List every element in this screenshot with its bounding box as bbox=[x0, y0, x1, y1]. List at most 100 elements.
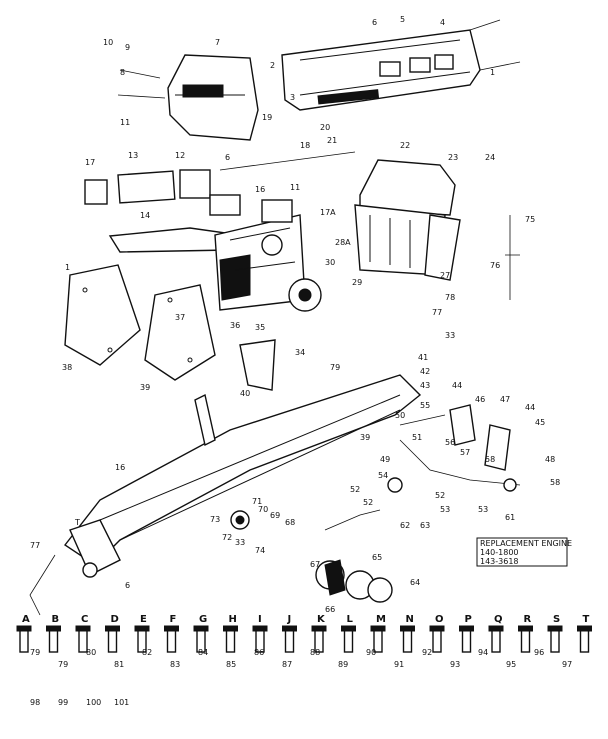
callout-16: 16 bbox=[255, 185, 265, 194]
callout-51: 51 bbox=[412, 433, 422, 442]
callout-48: 48 bbox=[545, 455, 555, 464]
hardware-letter-B: B bbox=[52, 614, 60, 625]
callout-34: 34 bbox=[295, 348, 305, 357]
callout-labels: 10 9 8 11 7 19 2 3 6 5 4 1 20 24 22 23 1… bbox=[30, 15, 560, 614]
callout-40: 40 bbox=[240, 389, 250, 398]
callout-7: 7 bbox=[215, 38, 220, 47]
callout-6c: 6 bbox=[125, 581, 130, 590]
seat-assembly bbox=[354, 159, 461, 281]
bolt-icon bbox=[343, 629, 354, 653]
hardware-letter-R: R bbox=[524, 614, 532, 625]
callout-5: 5 bbox=[400, 15, 405, 24]
callout-68: 68 bbox=[285, 518, 295, 527]
callout-42: 42 bbox=[420, 367, 430, 376]
callout-29: 29 bbox=[352, 278, 362, 287]
engine-block bbox=[214, 199, 322, 312]
callout-33b: 33 bbox=[235, 538, 245, 547]
bolt-head-icon bbox=[193, 625, 209, 632]
callout-52: 52 bbox=[350, 485, 360, 494]
callout-6b: 6 bbox=[225, 153, 230, 162]
pulley-assembly bbox=[230, 509, 393, 603]
callout-45: 45 bbox=[535, 418, 545, 427]
callout-61: 61 bbox=[505, 513, 515, 522]
callout-49: 49 bbox=[380, 455, 390, 464]
hardware-number: 84 bbox=[198, 648, 208, 657]
bolt-head-icon bbox=[400, 625, 415, 632]
hardware-number: 83 bbox=[170, 660, 180, 669]
hardware-number: 87 bbox=[282, 660, 292, 669]
hardware-number: 93 bbox=[450, 660, 460, 669]
replacement-engine-tag: REPLACEMENT ENGINE 140-1800 143-3618 bbox=[476, 537, 572, 567]
callout-64: 64 bbox=[410, 578, 420, 587]
callout-T: T bbox=[74, 518, 80, 527]
callout-58: 58 bbox=[485, 455, 495, 464]
callout-21: 21 bbox=[327, 136, 337, 145]
hardware-letter-N: N bbox=[406, 614, 414, 625]
callout-53: 53 bbox=[440, 505, 450, 514]
callout-1b: 1 bbox=[65, 263, 70, 272]
hardware-letter-S: S bbox=[553, 614, 560, 625]
callout-77b: 77 bbox=[30, 541, 40, 550]
callout-76: 76 bbox=[490, 261, 500, 270]
callout-8: 8 bbox=[120, 68, 125, 77]
callout-71: 71 bbox=[252, 497, 262, 506]
callout-36: 36 bbox=[230, 321, 240, 330]
bolt-icon bbox=[284, 629, 295, 653]
hardware-letter-L: L bbox=[347, 614, 354, 625]
tag-line-2: 140-1800 bbox=[480, 548, 519, 557]
callout-18: 18 bbox=[300, 141, 310, 150]
callout-17: 17 bbox=[85, 158, 95, 167]
bolt-icon bbox=[48, 629, 59, 653]
hardware-number: 91 bbox=[394, 660, 404, 669]
bolt-head-icon bbox=[282, 625, 297, 632]
hardware-number: 81 bbox=[114, 660, 124, 669]
engine-shroud-parts bbox=[84, 151, 356, 253]
callout-17a: 17A bbox=[320, 208, 336, 217]
callout-70: 70 bbox=[258, 505, 268, 514]
hardware-number: 96 bbox=[534, 648, 544, 657]
hardware-number: 90 bbox=[366, 648, 376, 657]
bolt-head-icon bbox=[577, 625, 592, 632]
hardware-letter-T: T bbox=[583, 614, 590, 625]
callout-79: 79 bbox=[330, 363, 340, 372]
hardware-letter-C: C bbox=[81, 614, 88, 625]
side-plates bbox=[64, 264, 276, 391]
bolt-icon bbox=[550, 629, 560, 653]
callout-38: 38 bbox=[62, 363, 72, 372]
callout-22: 22 bbox=[400, 141, 410, 150]
callout-43: 43 bbox=[420, 381, 430, 390]
bolt-head-icon bbox=[105, 625, 120, 632]
callout-65: 65 bbox=[372, 553, 382, 562]
hardware-letter-F: F bbox=[170, 614, 177, 625]
callout-13: 13 bbox=[128, 151, 138, 160]
bolt-head-icon bbox=[341, 625, 356, 632]
tag-line-3: 143-3618 bbox=[480, 557, 519, 566]
callout-28a: 28A bbox=[335, 238, 351, 247]
callout-23: 23 bbox=[448, 153, 458, 162]
callout-37: 37 bbox=[175, 313, 185, 322]
hardware-number: 92 bbox=[422, 648, 432, 657]
hardware-number: 98 bbox=[30, 698, 40, 707]
callout-57: 57 bbox=[460, 448, 470, 457]
bolt-head-icon bbox=[46, 625, 61, 632]
hardware-number: 82 bbox=[142, 648, 152, 657]
hardware-letter-I: I bbox=[258, 614, 262, 625]
hardware-number: 79 bbox=[30, 648, 40, 657]
tag-line-1: REPLACEMENT ENGINE bbox=[480, 539, 572, 548]
hardware-number: 100 bbox=[86, 698, 101, 707]
callout-62: 62 bbox=[400, 521, 410, 530]
callout-20: 20 bbox=[320, 123, 330, 132]
callout-35: 35 bbox=[255, 323, 265, 332]
hardware-number: 95 bbox=[506, 660, 516, 669]
hardware-number: 80 bbox=[86, 648, 96, 657]
bolt-icon bbox=[461, 629, 472, 653]
callout-78: 78 bbox=[445, 293, 455, 302]
callout-11: 11 bbox=[120, 118, 130, 127]
bolt-icon bbox=[432, 629, 442, 653]
hardware-letter-D: D bbox=[111, 614, 119, 625]
callout-66: 66 bbox=[325, 605, 335, 614]
callout-19: 19 bbox=[262, 113, 272, 122]
callout-56: 56 bbox=[445, 438, 455, 447]
bolt-icon bbox=[166, 629, 177, 653]
